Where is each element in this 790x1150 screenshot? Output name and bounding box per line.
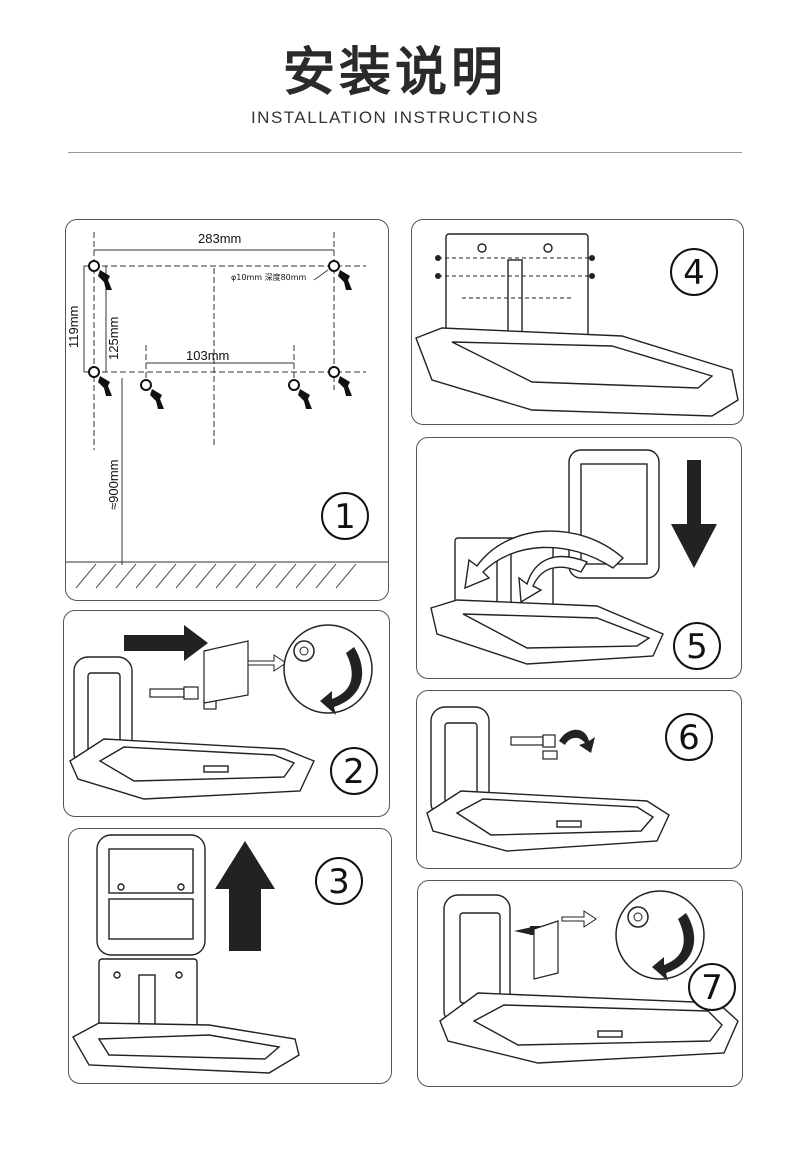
arrow-down-icon <box>671 460 717 568</box>
step-3-number: 3 <box>328 862 350 902</box>
step-2-illustration: 2 <box>69 624 378 800</box>
dim-width-283: 283mm <box>198 231 241 246</box>
step-1-badge <box>321 492 369 540</box>
dim-height-125: 125mm <box>106 317 121 360</box>
step-3-badge <box>315 857 363 905</box>
step-4-number: 4 <box>683 253 705 293</box>
step-6-number: 6 <box>678 718 700 758</box>
step-6-illustration: 6 <box>426 706 713 852</box>
dim-hole-spec: φ10mm 深度80mm <box>231 272 307 282</box>
step-2-badge <box>330 747 378 795</box>
wall-layout-diagram: 283mm 103mm φ10mm 深度80mm 119mm 125mm ≈90… <box>66 231 388 589</box>
page-title: 安装说明 <box>282 43 507 103</box>
cover-plate <box>203 640 249 704</box>
step-6-panel: 6 <box>416 690 742 869</box>
step-7-number: 7 <box>701 968 723 1008</box>
arrow-up-icon <box>215 841 275 951</box>
changing-station-drawing <box>426 706 670 852</box>
screw-icon <box>149 686 217 710</box>
bracket-screw-drawing <box>415 233 739 417</box>
step-5-illustration: 5 <box>430 449 721 670</box>
step-5-panel: 5 <box>416 437 742 679</box>
step-2-panel: 2 <box>63 610 390 817</box>
page-subtitle: INSTALLATION INSTRUCTIONS <box>250 108 540 127</box>
mounting-sequence-drawing <box>430 449 664 665</box>
changing-station-drawing <box>69 656 315 800</box>
step-6-badge <box>665 713 713 761</box>
step-1-number: 1 <box>334 497 356 537</box>
rotate-arrow-icon <box>652 913 695 981</box>
step-7-badge <box>688 963 736 1011</box>
wall-unit-drawing <box>96 834 206 956</box>
bracket-and-tray-drawing <box>72 958 300 1074</box>
step-3-panel: 3 <box>68 828 392 1084</box>
curved-arrow-small-icon <box>518 555 589 604</box>
rotate-arrow-icon <box>320 647 363 715</box>
arrow-right-icon <box>124 625 208 661</box>
step-5-number: 5 <box>686 627 708 667</box>
step-7-panel: 7 <box>417 880 743 1087</box>
small-arrow-icon <box>561 910 597 928</box>
header-divider <box>68 152 742 153</box>
step-2-number: 2 <box>343 752 365 792</box>
dim-height-900: ≈900mm <box>106 460 121 510</box>
dim-height-119: 119mm <box>66 306 81 348</box>
curved-arrow-icon <box>464 530 625 590</box>
step-3-illustration: 3 <box>72 834 363 1074</box>
dim-width-103: 103mm <box>186 348 229 363</box>
small-arrow-icon <box>247 654 287 672</box>
step-4-badge <box>670 248 718 296</box>
changing-station-drawing <box>439 894 739 1064</box>
step-4-illustration: 4 <box>415 233 739 417</box>
step-4-panel: 4 <box>411 219 744 425</box>
step-7-illustration: 7 <box>439 890 739 1064</box>
step-5-badge <box>673 622 721 670</box>
step-1-panel: 283mm 103mm φ10mm 深度80mm 119mm 125mm ≈90… <box>65 219 389 601</box>
rotate-arrow-icon <box>559 729 595 753</box>
drill-icons <box>88 260 352 409</box>
cover-plate <box>533 920 559 980</box>
screw-icon <box>510 734 558 760</box>
